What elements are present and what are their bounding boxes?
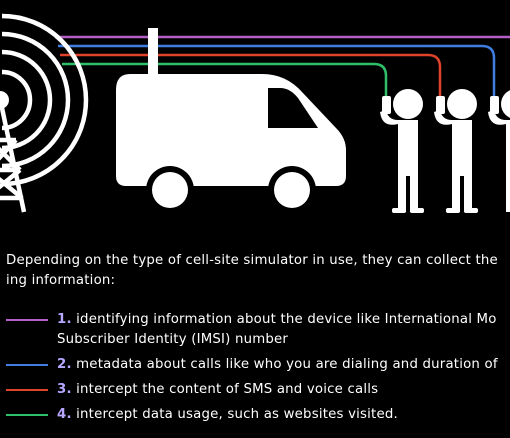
item-number: 4. [57,407,72,422]
signal-line-red [60,53,442,96]
person-with-phone-icon [434,89,478,213]
item-number: 2. [57,357,72,372]
legend-line-green [6,414,48,416]
intro-line-1: Depending on the type of cell-site simul… [6,253,498,268]
person-with-phone-icon [488,90,510,212]
intro-line-2: ing information: [6,273,116,288]
surveillance-illustration [0,13,510,214]
signal-line-blue [58,44,496,96]
cell-tower-icon [0,13,89,213]
signal-line-green [62,62,388,96]
legend-line-blue [6,364,48,366]
item-text-continuation: Subscriber Identity (IMSI) number [57,332,289,347]
legend-line-red [6,389,48,391]
item-text: identifying information about the device… [76,312,497,327]
intro-text: Depending on the type of cell-site simul… [6,251,510,291]
item-text: intercept data usage, such as websites v… [76,407,398,422]
person-with-phone-icon [380,89,424,213]
van-icon [116,28,346,214]
signal-lines [55,35,510,96]
item-text: intercept the content of SMS and voice c… [76,382,379,397]
item-number: 3. [57,382,72,397]
item-text: metadata about calls like who you are di… [76,357,498,372]
legend-line-purple [6,319,48,321]
item-number: 1. [57,312,72,327]
